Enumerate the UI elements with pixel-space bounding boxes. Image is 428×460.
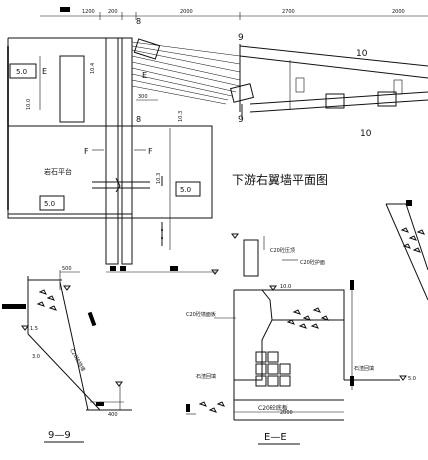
label-side-wall: C20砼墙面板 [186,311,216,318]
wall-label-9-9: C20砼挡墙 [68,348,86,373]
svg-text:3.0: 3.0 [32,354,40,360]
plan-view: 1200 200 2000 2700 2000 8 8 9 9 10 10 5.… [7,7,428,275]
fan-top-block [133,38,161,60]
box-label-1 [9,63,37,79]
box-label-2 [39,195,65,211]
svg-text:400: 400 [108,412,118,418]
platform-label: 岩石平台 [44,167,72,176]
svg-text:5.0: 5.0 [44,200,55,208]
section-e-e: C20砼压顶 C20砼护面 10.0 C20砼墙面板 石渣回填 [186,233,416,445]
svg-text:500: 500 [62,266,72,272]
section-mark-10-top: 10 [356,49,368,59]
dim-top-1: 1200 [82,9,95,15]
section-mark-e-left: E [42,67,47,76]
rubble-fill-9-9 [36,289,57,311]
svg-text:300: 300 [138,94,148,100]
fan-bottom-block [229,83,255,103]
rubble-fill-e-e [198,307,329,413]
svg-text:10.3: 10.3 [178,111,184,122]
section-label-9-9: 9—9 [48,430,71,441]
svg-text:5.0: 5.0 [180,186,191,194]
label-rock: 石渣回填 [354,365,374,372]
section-mark-8-bottom: 8 [136,115,141,124]
svg-text:1.5: 1.5 [30,326,38,332]
dim-top-3: 2000 [180,9,193,15]
svg-text:10.0: 10.0 [26,99,32,110]
svg-text:10.0: 10.0 [280,284,291,290]
drawing-title: 下游右翼墙平面图 [232,172,328,187]
svg-text:2000: 2000 [280,410,293,416]
section-mark-9-top: 9 [238,33,244,43]
section-mark-8-top: 8 [136,17,141,26]
dim-top-2: 200 [108,9,118,15]
rock-platform [7,125,213,219]
svg-text:5.0: 5.0 [408,376,416,382]
label-base: C20砼底板 [258,404,288,412]
section-mark-9-bottom: 9 [238,115,244,125]
section-mark-10-bottom: 10 [360,129,372,139]
section-mark-f-right: F [148,147,153,156]
dim-top-5: 2000 [392,9,405,15]
svg-text:5.0: 5.0 [16,68,27,76]
label-top-mortar: C20砼压顶 [270,247,295,254]
vertical-wall-1 [105,37,119,265]
vertical-wall-2 [121,37,133,265]
section-label-e-e: E—E [264,432,287,443]
svg-text:10.4: 10.4 [90,63,96,74]
channel-block-2 [377,91,397,107]
channel-block-1 [325,93,345,109]
box-label-3 [175,181,201,197]
label-fill: 石渣回填 [196,373,216,380]
section-9-9: 500 1.5 C20砼挡墙 3.0 400 9—9 [2,266,132,443]
scale-bar [60,7,70,12]
label-top-coat: C20砼护面 [300,259,325,266]
dim-top-4: 2700 [282,9,295,15]
drain-pipes [255,351,291,387]
section-mark-e-right: E [142,71,147,80]
partial-detail [385,200,428,301]
svg-text:10.3: 10.3 [156,173,162,184]
section-mark-f-left: F [84,147,89,156]
wing-wall-fan [131,41,241,105]
